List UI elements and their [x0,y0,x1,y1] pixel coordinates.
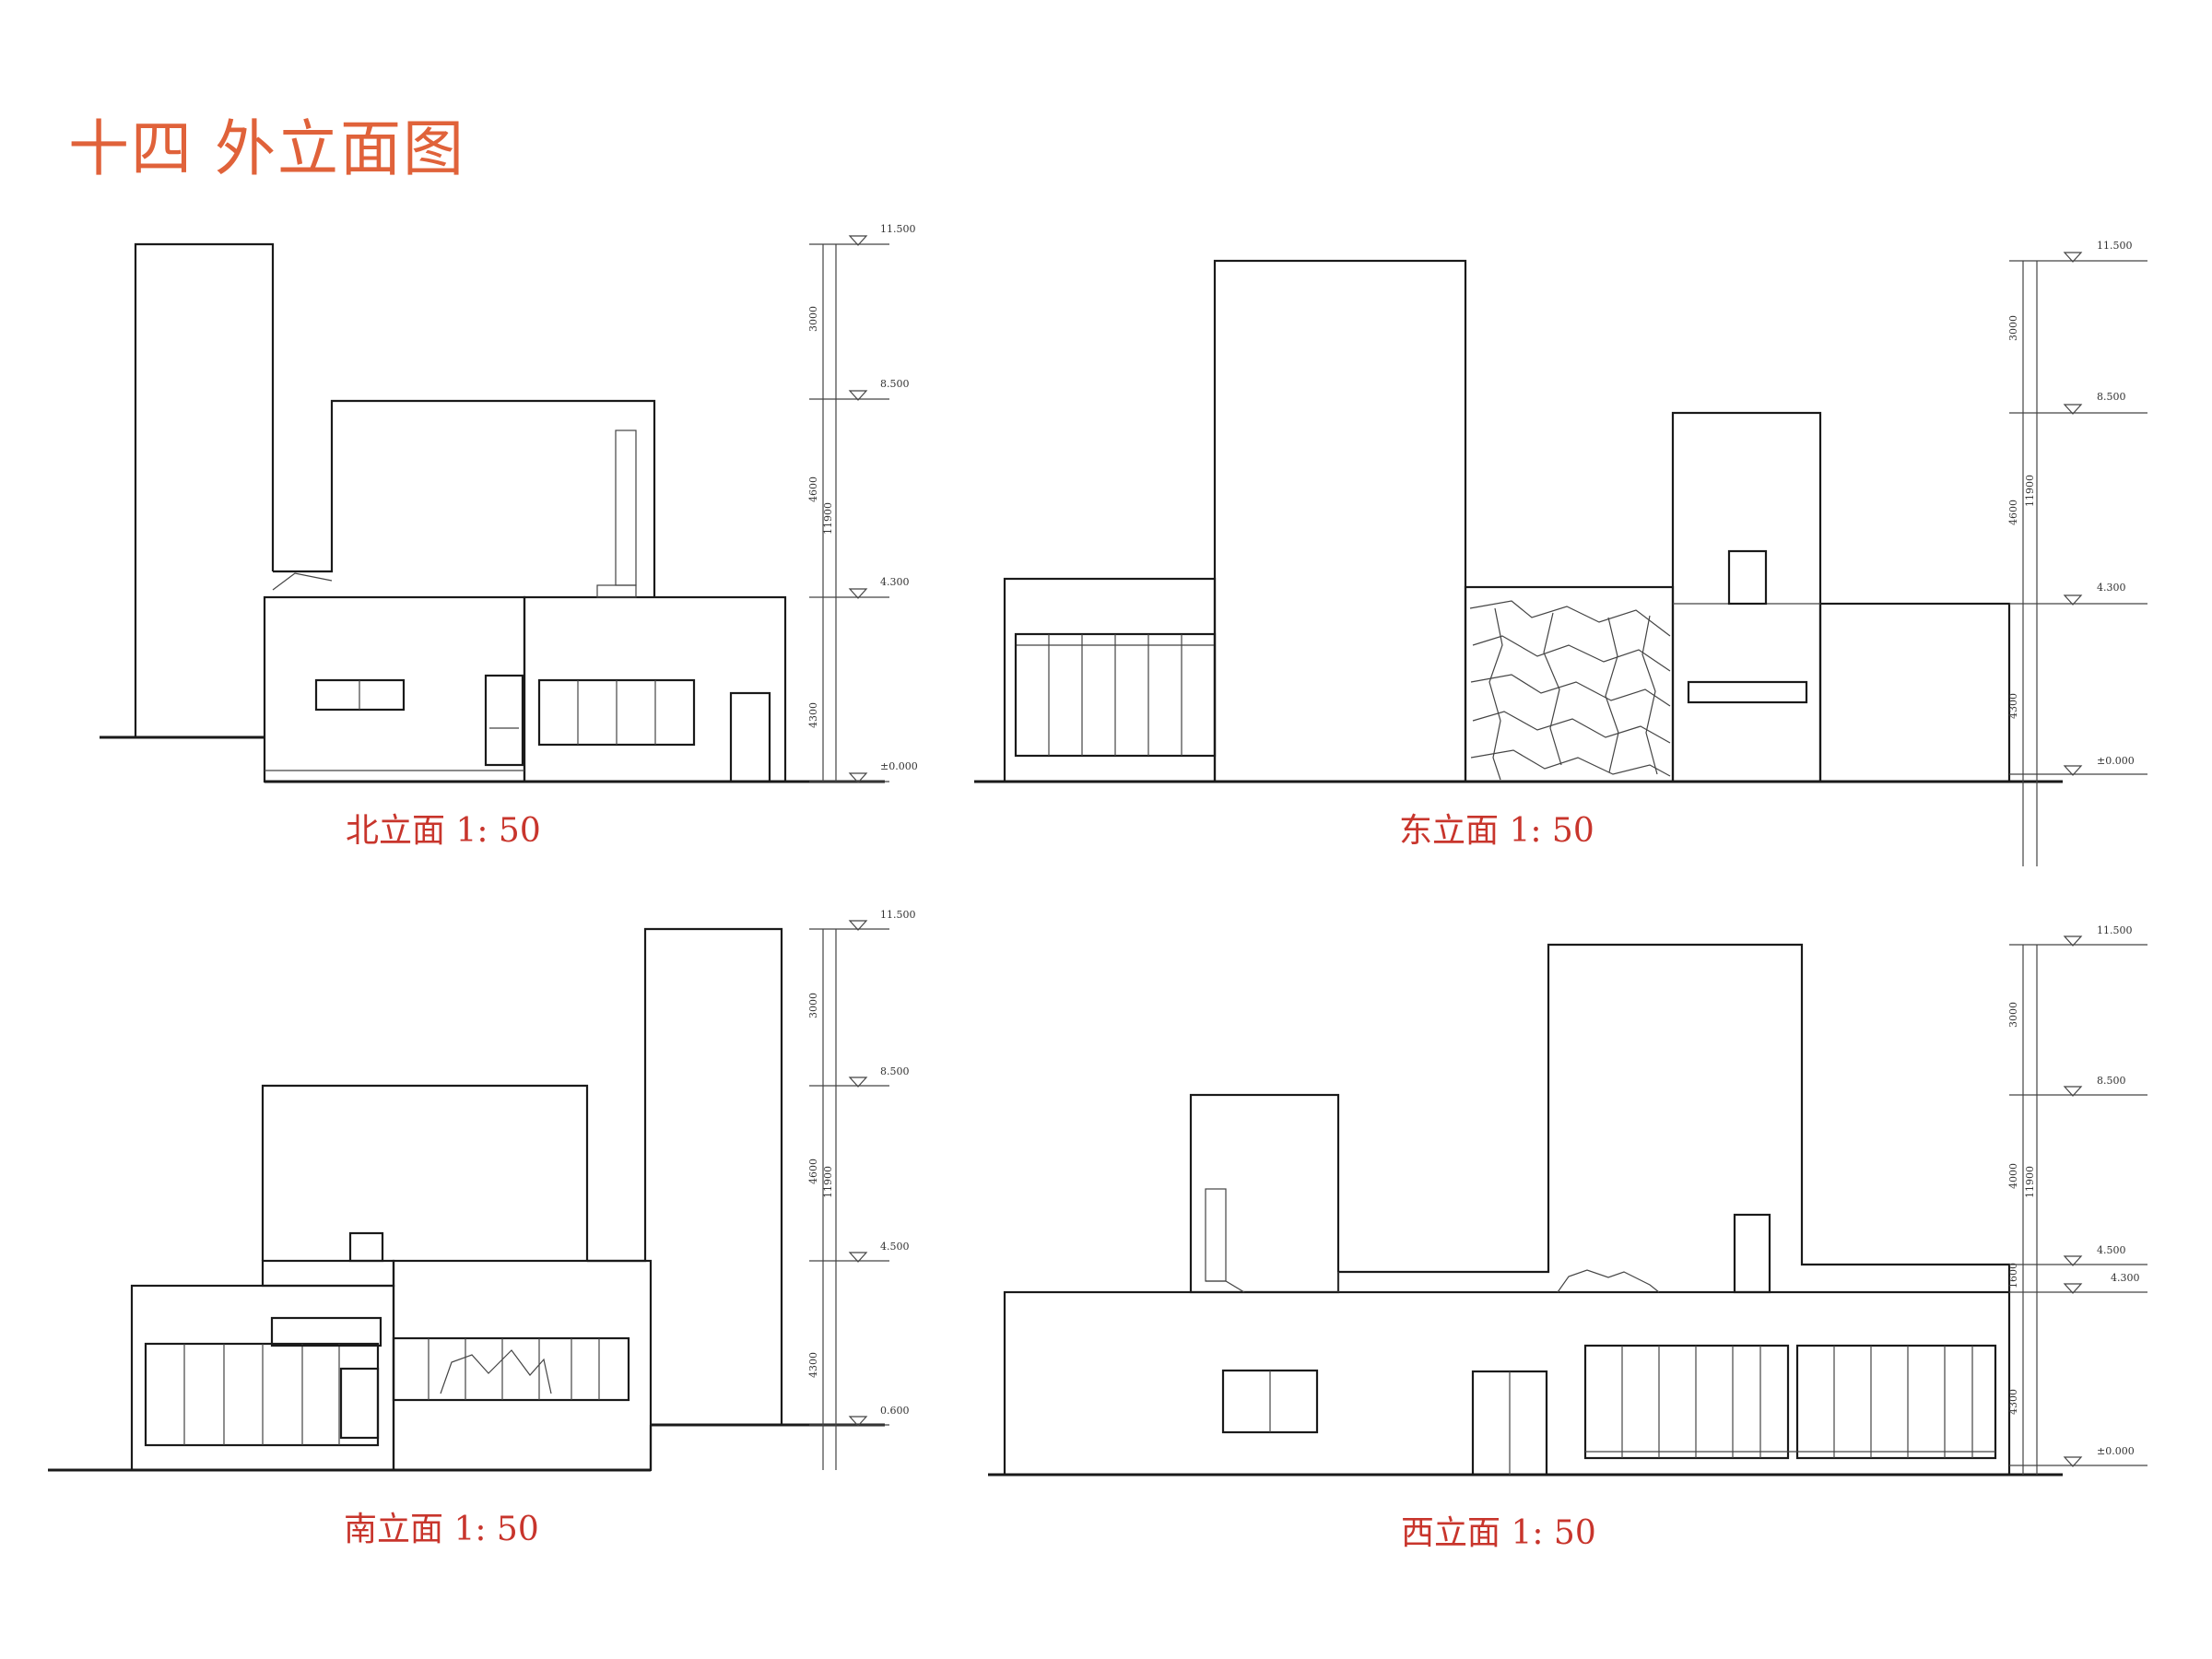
svg-text:4600: 4600 [807,477,819,502]
page-title: 十四 外立面图 [68,113,465,184]
svg-text:11.500: 11.500 [2097,924,2133,936]
east-elevation: 11.500 8.500 4.300 ±0.000 3000 4600 1190… [974,240,2147,866]
svg-text:8.500: 8.500 [2097,391,2126,403]
svg-text:11.500: 11.500 [2097,240,2133,252]
svg-text:4.500: 4.500 [2097,1244,2126,1256]
svg-text:4.500: 4.500 [880,1241,910,1253]
svg-text:11.500: 11.500 [880,223,916,235]
svg-text:4.300: 4.300 [880,576,910,588]
svg-text:11.500: 11.500 [880,909,916,921]
svg-text:4600: 4600 [807,1159,819,1184]
svg-text:±0.000: ±0.000 [2097,1445,2135,1457]
svg-text:4000: 4000 [2007,1163,2019,1189]
svg-text:11900: 11900 [822,502,834,535]
west-elevation: 11.500 8.500 4.500 4.300 ±0.000 3000 400… [988,924,2147,1477]
svg-text:11900: 11900 [2024,1166,2036,1198]
south-elevation-caption: 南立面 1: 50 [344,1511,539,1548]
svg-text:1600: 1600 [2007,1263,2019,1288]
svg-text:4300: 4300 [2007,693,2019,719]
east-elevation-caption: 东立面 1: 50 [1399,812,1594,850]
stone-texture [1469,600,1671,781]
north-elevation-caption: 北立面 1: 50 [346,812,541,850]
svg-text:4300: 4300 [807,1352,819,1378]
svg-text:4.300: 4.300 [2111,1272,2140,1284]
svg-text:8.500: 8.500 [2097,1075,2126,1087]
south-elevation: 11.500 8.500 4.500 0.600 3000 4600 11900… [48,909,916,1472]
svg-text:±0.000: ±0.000 [2097,755,2135,767]
svg-text:11900: 11900 [2024,475,2036,507]
svg-text:4.300: 4.300 [2097,582,2126,594]
svg-text:11900: 11900 [822,1166,834,1198]
svg-text:±0.000: ±0.000 [880,760,918,772]
svg-text:0.600: 0.600 [880,1405,910,1417]
svg-text:8.500: 8.500 [880,1065,910,1077]
svg-text:3000: 3000 [807,306,819,332]
svg-text:8.500: 8.500 [880,378,910,390]
svg-text:4300: 4300 [807,702,819,728]
svg-text:4600: 4600 [2007,500,2019,525]
svg-text:3000: 3000 [2007,1002,2019,1028]
west-elevation-caption: 西立面 1: 50 [1401,1514,1596,1552]
svg-text:4300: 4300 [2007,1389,2019,1415]
north-elevation: 11.500 8.500 4.300 ±0.000 3000 4600 1190… [100,223,918,783]
svg-text:3000: 3000 [807,993,819,1018]
svg-text:3000: 3000 [2007,315,2019,341]
